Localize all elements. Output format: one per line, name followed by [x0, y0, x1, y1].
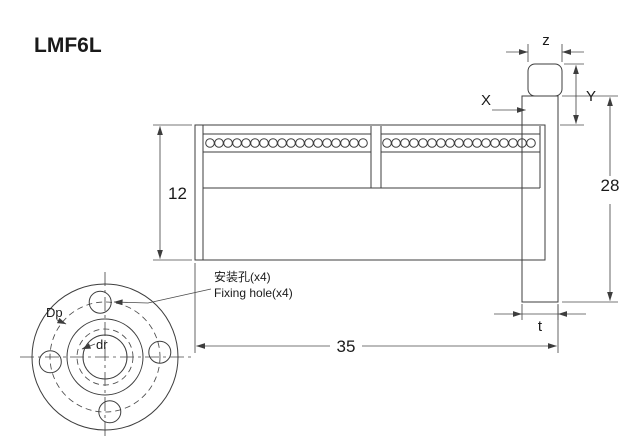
bolt-circle	[49, 301, 161, 413]
dim-overall-height: 28	[562, 95, 620, 303]
dim-groove-width: z	[506, 32, 584, 62]
fixing-hole-right	[148, 340, 172, 364]
ball-track-circle	[76, 328, 134, 386]
dim-length: 35	[194, 263, 559, 356]
fixing-hole-left	[38, 350, 62, 374]
fixing-hole-top	[88, 290, 112, 314]
dim-label-z: z	[542, 32, 550, 49]
ball-row-right	[382, 138, 536, 148]
fixing-hole-note-en: Fixing hole(x4)	[214, 286, 293, 300]
flange-outer-circle	[31, 283, 179, 431]
bolt-circle-label: Dp	[46, 305, 63, 320]
dim-label-y: Y	[586, 88, 596, 105]
fixing-hole-note-cn: 安装孔(x4)	[214, 269, 271, 284]
dim-label-12: 12	[168, 184, 187, 203]
body-outline	[194, 124, 546, 261]
retaining-ring-detail	[527, 63, 563, 97]
dim-label-28: 28	[601, 176, 620, 195]
dim-label-t: t	[538, 318, 543, 335]
bore-label: dr	[96, 337, 108, 352]
side-view	[194, 63, 563, 303]
front-view: Dp dr	[20, 272, 192, 440]
fixing-hole-note: 安装孔(x4) Fixing hole(x4)	[113, 269, 293, 306]
dim-body-height: 12	[153, 124, 192, 261]
dim-x: X	[481, 92, 526, 113]
part-number-title: LMF6L	[34, 34, 102, 57]
fixing-hole-bottom	[98, 400, 122, 424]
dim-label-x: X	[481, 92, 491, 109]
dim-label-35: 35	[337, 337, 356, 356]
bore-circle	[82, 334, 128, 380]
dim-flange-thickness: t	[494, 304, 586, 335]
ball-row-left	[205, 138, 368, 148]
dim-y: Y	[560, 63, 596, 126]
pilot-circle	[66, 318, 144, 396]
